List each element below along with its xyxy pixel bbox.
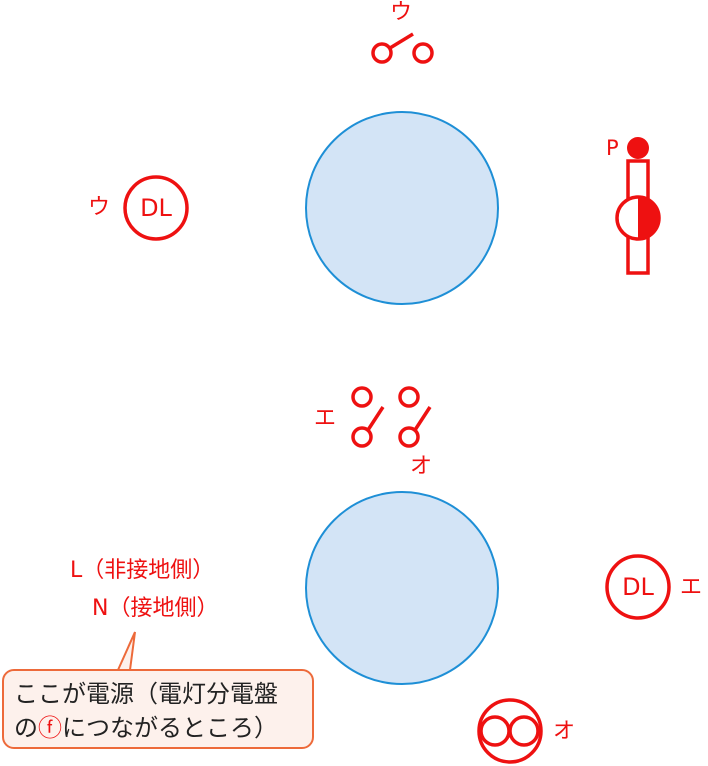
downlight-u-icon xyxy=(123,175,189,241)
switch-u-icon xyxy=(371,32,434,64)
line-l-label: L（非接地側） xyxy=(70,558,215,583)
power-source-callout: ここが電源（電灯分電盤 のⓕにつながるところ） xyxy=(2,669,314,749)
pilot-receptacle-icon xyxy=(615,137,661,275)
downlight-e-icon xyxy=(605,554,671,620)
switch-e-label: エ xyxy=(314,406,337,431)
receptacle-o-label: オ xyxy=(553,719,576,744)
line-n-label: N（接地側） xyxy=(92,596,219,621)
pilot-label: P xyxy=(606,136,619,160)
upper-junction-circle xyxy=(305,111,499,305)
downlight-e-label: エ xyxy=(680,575,703,600)
receptacle-o-icon xyxy=(477,698,543,764)
circled-f-marker: ⓕ xyxy=(38,714,62,742)
switch-o-label: オ xyxy=(410,454,433,479)
switch-u-label: ウ xyxy=(390,0,413,25)
callout-line2-prefix: の xyxy=(14,714,38,742)
callout-pointer xyxy=(117,631,136,671)
downlight-e-text: DL xyxy=(622,573,654,601)
callout-line2: のⓕにつながるところ） xyxy=(14,711,312,745)
switch-e-icon xyxy=(351,386,385,448)
callout-line2-suffix: につながるところ） xyxy=(62,714,278,742)
downlight-u-text: DL xyxy=(140,194,172,222)
lower-junction-circle xyxy=(305,491,499,685)
switch-o-icon xyxy=(398,386,432,448)
downlight-u-label: ウ xyxy=(88,195,111,220)
callout-line1: ここが電源（電灯分電盤 xyxy=(14,680,278,708)
